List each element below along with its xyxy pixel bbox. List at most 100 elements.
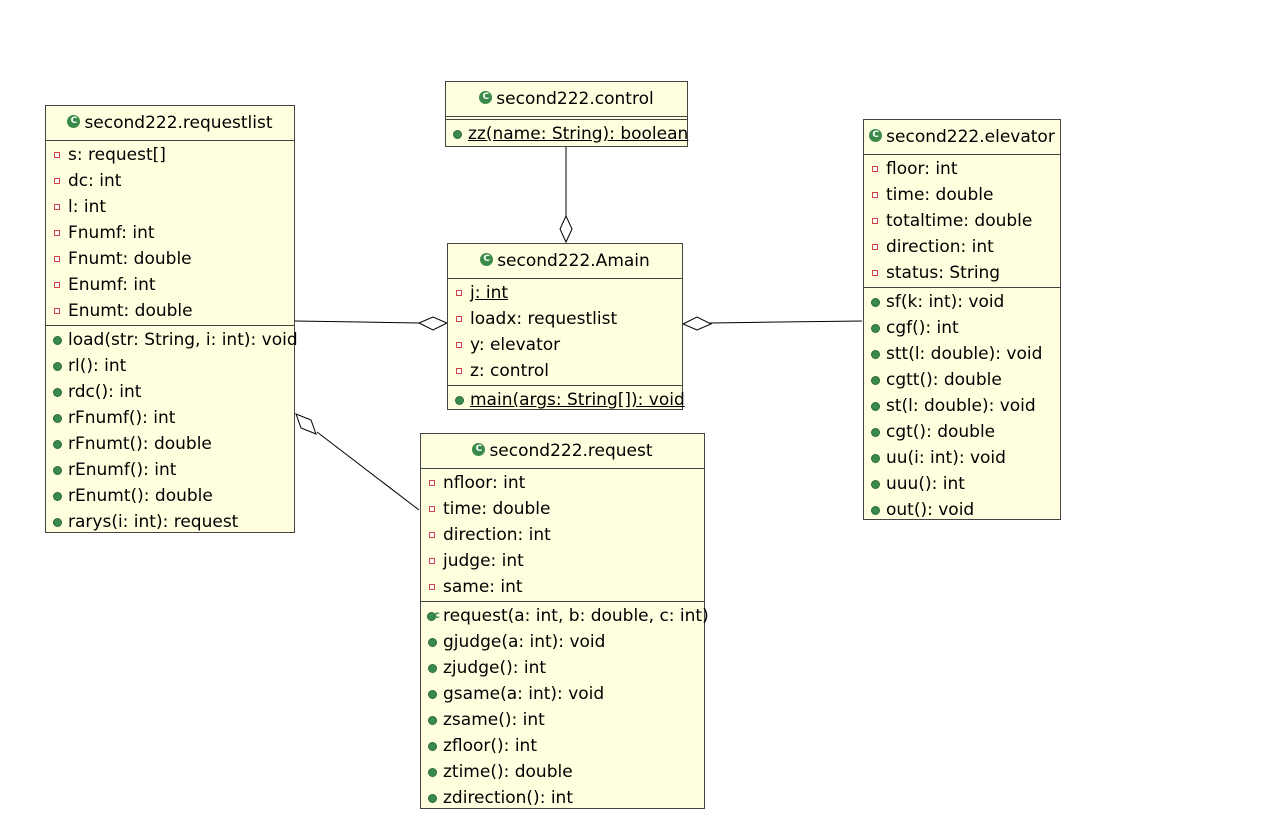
class-icon: C — [472, 442, 486, 456]
public-icon — [453, 130, 462, 139]
private-icon — [456, 368, 462, 374]
operation: cgf(): int — [864, 315, 1060, 341]
public-icon — [53, 492, 62, 501]
operation: sf(k: int): void — [864, 289, 1060, 315]
public-icon — [53, 440, 62, 449]
aggregation-diamond-control — [559, 214, 573, 244]
private-icon — [872, 270, 878, 276]
private-icon — [54, 178, 60, 184]
class-title: second222.requestlist — [84, 113, 273, 133]
operation: stt(l: double): void — [864, 341, 1060, 367]
attribute: floor: int — [864, 156, 1060, 182]
public-icon — [53, 466, 62, 475]
public-icon — [871, 324, 880, 333]
public-icon — [428, 638, 437, 647]
class-title: second222.elevator — [886, 127, 1055, 147]
attribute: time: double — [864, 182, 1060, 208]
attribute: Enumf: int — [46, 272, 294, 298]
public-icon — [455, 396, 464, 405]
operation: rl(): int — [46, 353, 294, 379]
private-icon — [456, 290, 462, 296]
attribute: nfloor: int — [421, 470, 704, 496]
public-icon — [871, 402, 880, 411]
public-icon — [871, 480, 880, 489]
operation: rFnumt(): double — [46, 431, 294, 457]
attribute: judge: int — [421, 548, 704, 574]
operation: uu(i: int): void — [864, 445, 1060, 471]
constructor-icon — [427, 612, 436, 621]
public-icon — [871, 454, 880, 463]
private-icon — [872, 192, 878, 198]
operation: rarys(i: int): request — [46, 509, 294, 535]
public-icon — [871, 376, 880, 385]
private-icon — [872, 244, 878, 250]
operation: zfloor(): int — [421, 733, 704, 759]
operation: cgtt(): double — [864, 367, 1060, 393]
attribute: y: elevator — [448, 332, 682, 358]
public-icon — [428, 690, 437, 699]
operation: out(): void — [864, 497, 1060, 523]
class-icon: C — [479, 90, 493, 104]
operation: ztime(): double — [421, 759, 704, 785]
operation: zdirection(): int — [421, 785, 704, 811]
private-icon — [429, 480, 435, 486]
public-icon — [871, 428, 880, 437]
aggregation-diamond-request — [295, 413, 317, 435]
private-icon — [54, 308, 60, 314]
public-icon — [871, 298, 880, 307]
private-icon — [872, 166, 878, 172]
class-title: second222.control — [496, 89, 654, 109]
attribute: direction: int — [864, 234, 1060, 260]
aggregation-diamond-requestlist — [417, 316, 449, 331]
private-icon — [429, 506, 435, 512]
private-icon — [54, 152, 60, 158]
operation: zsame(): int — [421, 707, 704, 733]
attributes-section: floor: int time: double totaltime: doubl… — [864, 155, 1060, 288]
attributes-section: s: request[] dc: int l: int Fnumf: int F… — [46, 141, 294, 326]
public-icon — [428, 794, 437, 803]
class-icon: C — [869, 128, 883, 142]
operation: rFnumf(): int — [46, 405, 294, 431]
aggregation-diamond-elevator — [681, 316, 713, 331]
attribute: s: request[] — [46, 142, 294, 168]
private-icon — [429, 532, 435, 538]
private-icon — [54, 204, 60, 210]
private-icon — [456, 316, 462, 322]
public-icon — [53, 414, 62, 423]
attribute: time: double — [421, 496, 704, 522]
operation: zjudge(): int — [421, 655, 704, 681]
attribute: loadx: requestlist — [448, 306, 682, 332]
attribute: same: int — [421, 574, 704, 600]
operations-section: main(args: String[]): void — [448, 386, 685, 414]
attribute: z: control — [448, 358, 682, 384]
operation: rdc(): int — [46, 379, 294, 405]
class-icon: C — [480, 252, 494, 266]
operation: rEnumt(): double — [46, 483, 294, 509]
private-icon — [429, 558, 435, 564]
operation: load(str: String, i: int): void — [46, 327, 298, 353]
private-icon — [429, 584, 435, 590]
operations-section: sf(k: int): void cgf(): int stt(l: doubl… — [864, 288, 1060, 524]
attribute: totaltime: double — [864, 208, 1060, 234]
attributes-section: j: int loadx: requestlist y: elevator z:… — [448, 279, 682, 386]
private-icon — [872, 218, 878, 224]
public-icon — [53, 336, 62, 345]
attribute: j: int — [448, 280, 682, 306]
class-title: second222.Amain — [497, 251, 650, 271]
operations-section: load(str: String, i: int): void rl(): in… — [46, 326, 298, 536]
operation: rEnumf(): int — [46, 457, 294, 483]
operations-section: zz(name: String): boolean — [446, 119, 688, 148]
public-icon — [428, 742, 437, 751]
